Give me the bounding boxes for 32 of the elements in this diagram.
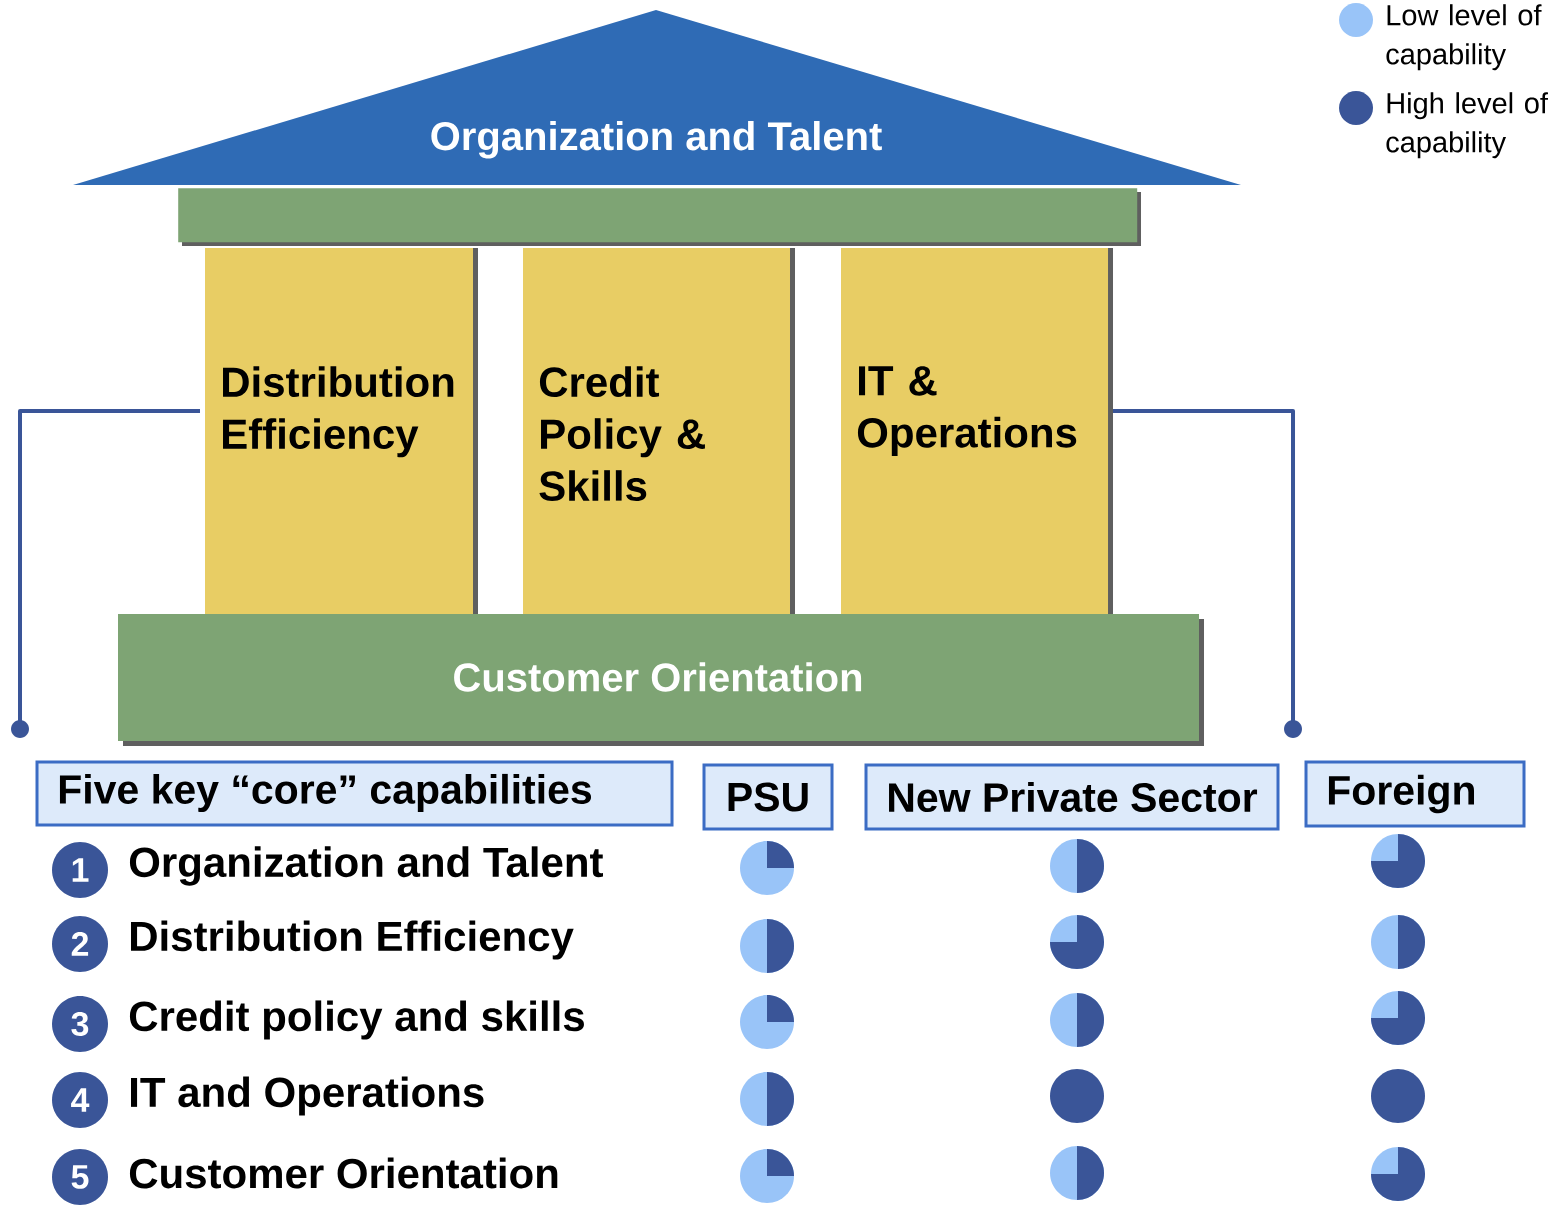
harvey-ball — [1050, 915, 1104, 969]
header-box: New Private Sector — [864, 763, 1280, 831]
harvey-ball — [1371, 1069, 1425, 1123]
row-label: Customer Orientation — [129, 1157, 558, 1189]
harvey-ball — [1371, 991, 1425, 1045]
harvey-ball — [1050, 1069, 1104, 1123]
legend-text: Low level of capability — [1386, 4, 1542, 71]
base-box: Customer Orientation — [118, 614, 1204, 746]
harvey-ball — [1050, 839, 1104, 893]
harvey-ball — [740, 995, 794, 1049]
beam-box — [178, 188, 1141, 246]
harvey-ball — [1050, 993, 1104, 1047]
harvey-ball — [740, 841, 794, 895]
header-box: PSU — [702, 763, 834, 831]
harvey-ball — [1050, 1146, 1104, 1200]
row-label: Credit policy and skills — [129, 1000, 584, 1040]
pillar-box: Distribution Efficiency — [205, 248, 478, 614]
row-label: Organization and Talent — [129, 846, 603, 886]
pillar-box: IT & Operations — [841, 248, 1113, 614]
harvey-ball — [740, 919, 794, 973]
row-label: Distribution Efficiency — [131, 920, 574, 960]
row-label: IT and Operations — [131, 1076, 484, 1116]
harvey-ball — [1371, 915, 1425, 969]
header-box: Foreign — [1304, 760, 1526, 828]
harvey-ball — [1371, 834, 1425, 888]
pillar-box: Credit Policy & Skills — [523, 248, 795, 614]
legend-text: High level of capability — [1386, 92, 1548, 159]
harvey-ball — [740, 1072, 794, 1126]
harvey-ball — [740, 1149, 794, 1203]
roof-triangle: Organization and Talent — [73, 10, 1241, 185]
header-box: Five key “core” capabilities — [35, 760, 674, 827]
harvey-ball — [1371, 1147, 1425, 1201]
